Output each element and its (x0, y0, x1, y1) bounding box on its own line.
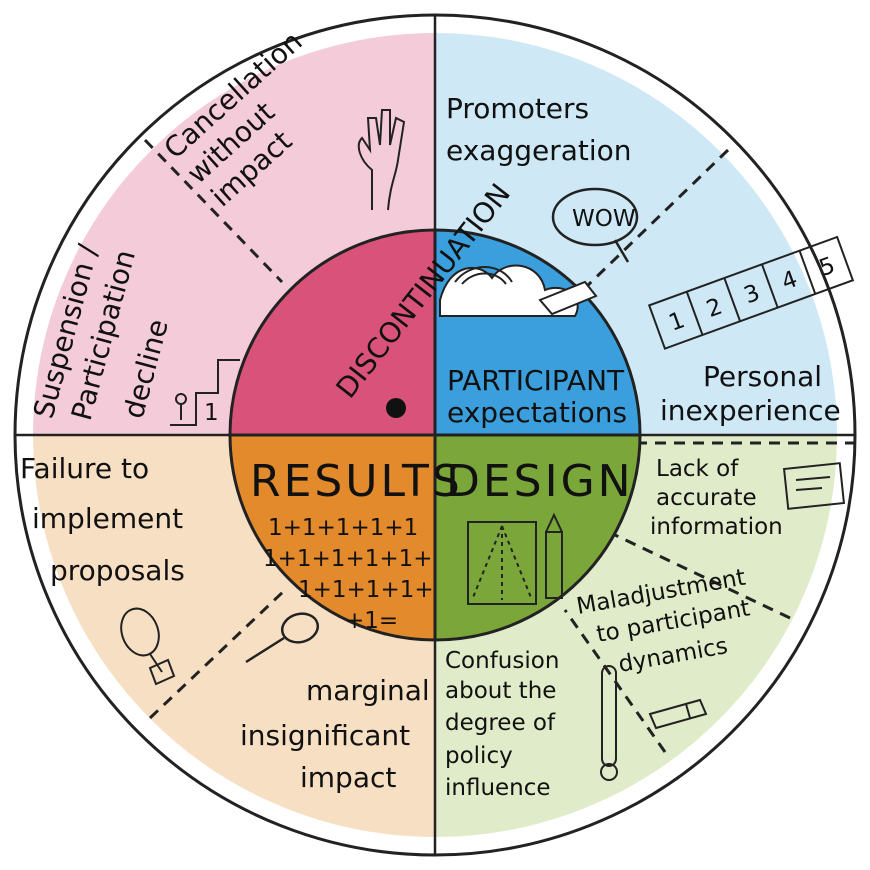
lack-text-1: Lack of (656, 456, 739, 482)
stairs-person-icon (170, 359, 240, 426)
clouds-sky-icon (439, 264, 598, 317)
results-equations: 1+1+1+1+1 1+1+1+1+1+ 1+1+1+1+ +1= (263, 515, 434, 634)
pencil-icon (545, 512, 563, 599)
lack-text-2: accurate (656, 485, 757, 511)
discontinuation-quadrant (230, 230, 435, 435)
results-title: RESULTS (250, 456, 463, 507)
perspective-drawing-icon (467, 521, 537, 605)
marginal-text-3: impact (300, 761, 396, 794)
ladder-icon (647, 235, 855, 350)
personal-text-1: Personal (703, 360, 822, 393)
design-title: DESIGN (446, 456, 634, 507)
wow-speech-bubble-icon: WOW (551, 187, 639, 263)
document-icon (782, 462, 846, 510)
confusion-text-5: influence (445, 775, 551, 801)
hand-icon (357, 109, 406, 211)
pencil-icon (538, 280, 598, 316)
stair-step-number: 1 (204, 400, 219, 426)
equation-line-3: 1+1+1+1+ (298, 577, 434, 603)
personal-text-2: inexperience (660, 394, 841, 427)
marginal-text-2: insignificant (240, 719, 410, 752)
promoters-text-2: exaggeration (446, 134, 632, 167)
results-quadrant (230, 435, 435, 640)
confusion-text-3: degree of (445, 710, 556, 736)
participant-expectations-title-1: PARTICIPANT (447, 364, 625, 397)
wow-text: WOW (572, 206, 636, 232)
equation-line-2: 1+1+1+1+1+ (263, 546, 433, 572)
failure-text-2: implement (32, 502, 183, 535)
promoters-text-1: Promoters (446, 92, 589, 125)
failure-text-1: Failure to (20, 452, 149, 485)
broken-magnifier-icon (120, 607, 176, 686)
confusion-text-2: about the (445, 678, 556, 704)
magnifier-icon (245, 612, 320, 664)
confusion-text-1: Confusion (445, 648, 559, 674)
design-quadrant (435, 435, 640, 640)
discontinuation-dot (386, 398, 406, 418)
thermometer-icon (600, 665, 618, 781)
equation-line-1: 1+1+1+1+1 (268, 515, 418, 541)
lack-text-3: information (650, 514, 783, 540)
crayon-icon (648, 698, 708, 730)
equation-line-4: +1= (345, 608, 398, 634)
participant-expectations-title-2: expectations (447, 396, 627, 429)
marginal-text-1: marginal (306, 674, 430, 707)
failure-text-3: proposals (50, 554, 185, 587)
confusion-text-4: policy (445, 743, 513, 769)
